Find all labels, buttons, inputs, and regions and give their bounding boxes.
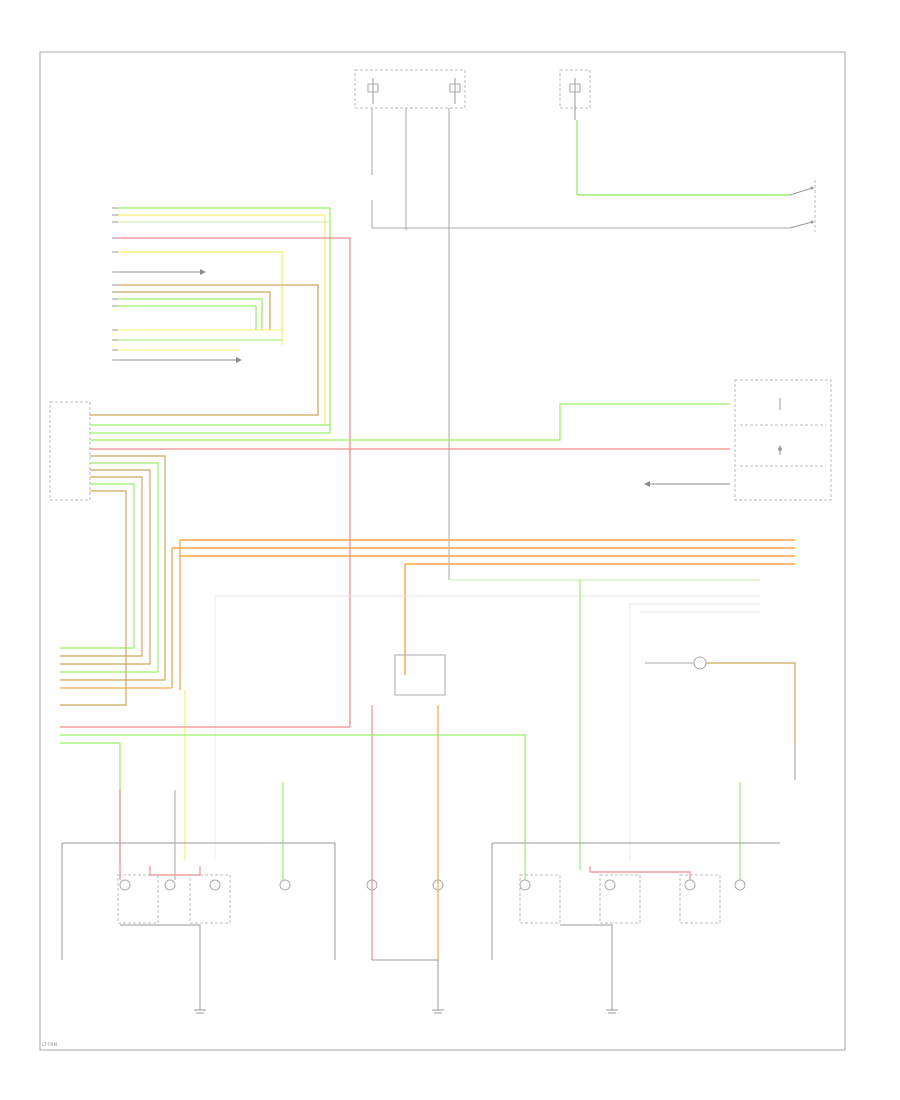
combo-switch-green <box>90 403 730 441</box>
module-wire-green-4 <box>60 483 135 649</box>
high-mount-stop-lamp <box>645 656 796 780</box>
combination-switch <box>734 379 832 501</box>
diagram-frame <box>39 51 846 1051</box>
brake-switch <box>789 180 816 232</box>
right-turn-wire <box>118 237 351 727</box>
hot-in-run-fuse-box <box>559 69 591 120</box>
hot-at-all-times-fuse-box <box>354 69 466 109</box>
license-lamp-connector <box>394 654 446 696</box>
ground-arrow <box>644 481 650 487</box>
bcm-pin-marks <box>112 207 118 361</box>
connector-wire <box>118 251 283 345</box>
arrow-to-lamp <box>200 269 206 275</box>
tan-wire <box>90 284 319 416</box>
left-rear-green-2 <box>60 742 121 860</box>
stoplamp-wire-2 <box>118 214 326 425</box>
right-rear-lamps <box>519 860 746 980</box>
stoplamp-wire <box>118 207 331 433</box>
left-rear-green <box>60 734 526 860</box>
diagram-footer-code: LT-TRN <box>42 1042 57 1048</box>
license-lamps <box>366 879 444 1010</box>
green-wire <box>118 298 263 330</box>
module-wire-tan-3 <box>60 476 143 657</box>
module-wire-tan-2 <box>60 469 151 665</box>
module-wire-green-3 <box>60 462 159 673</box>
module-wire-tan <box>60 455 166 681</box>
module-wire-tan-4 <box>60 490 127 706</box>
left-rear-lamps <box>117 790 291 980</box>
green-wire-2 <box>118 305 257 330</box>
ground-symbol-right <box>606 980 618 1014</box>
ground-symbol-left <box>194 980 206 1014</box>
ground-symbol-center <box>432 1009 444 1014</box>
tan-wire-2 <box>118 291 271 330</box>
headlamp-control-module <box>49 401 91 501</box>
arrow-to-trailer <box>236 357 242 363</box>
